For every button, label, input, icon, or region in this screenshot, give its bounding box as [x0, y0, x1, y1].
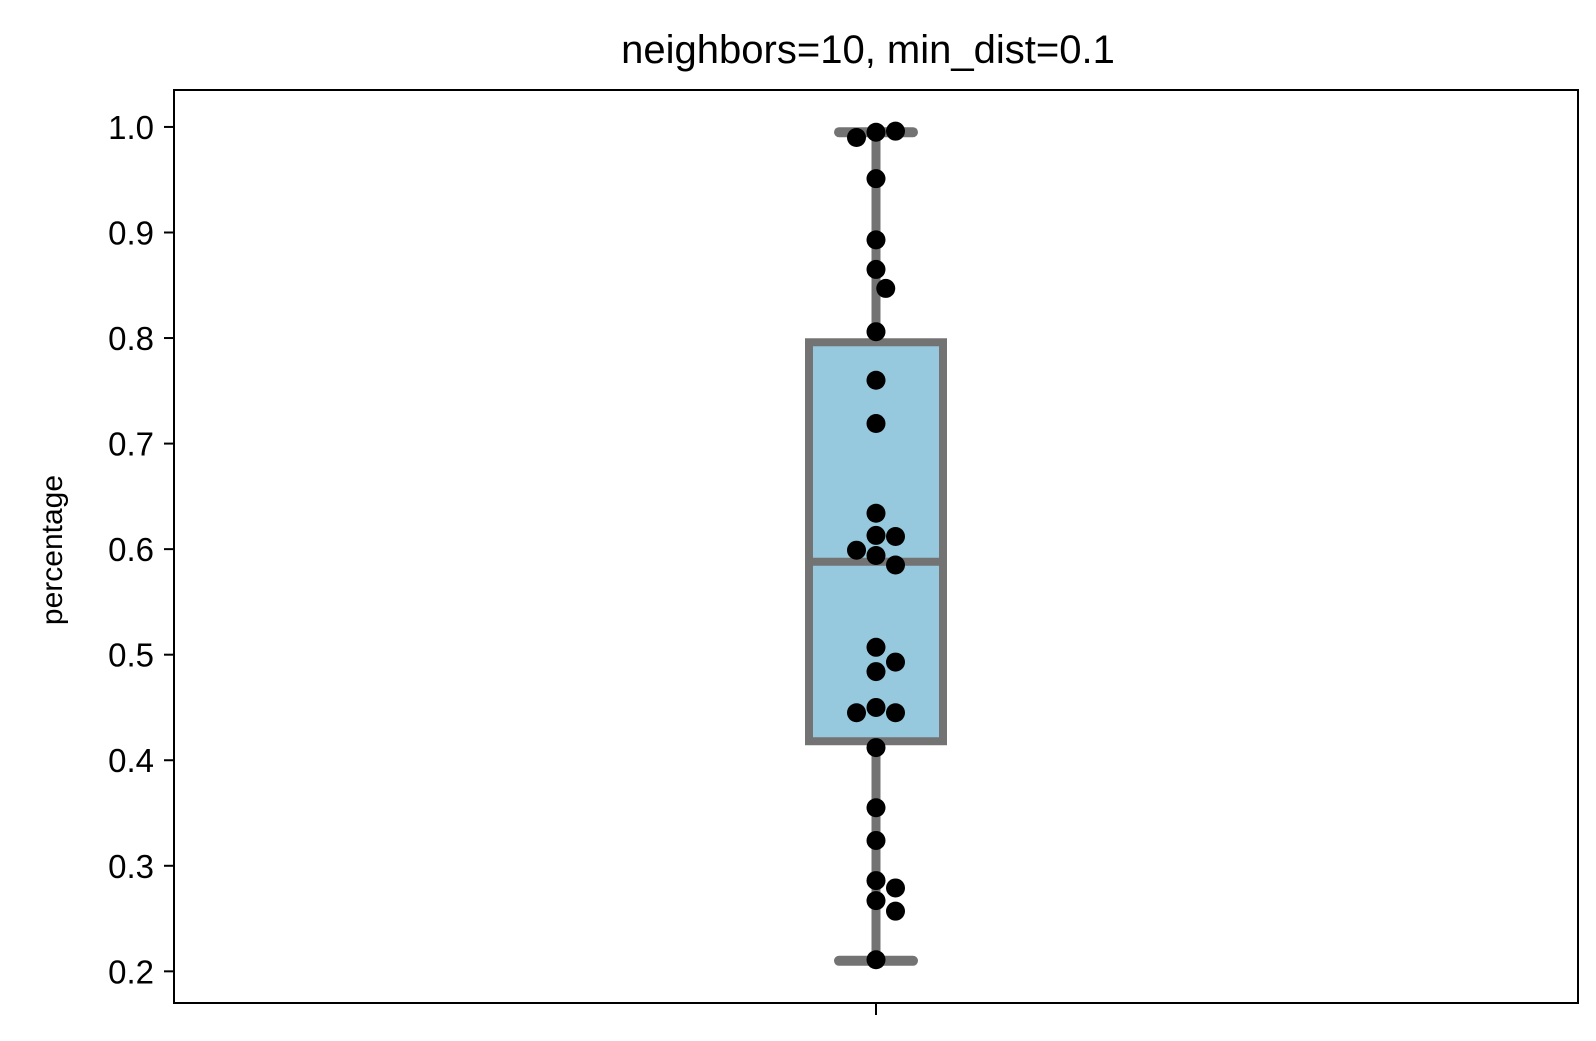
y-tick-label: 0.7: [108, 426, 154, 463]
y-tick-label: 0.2: [108, 953, 154, 990]
y-tick-label: 1.0: [108, 109, 154, 146]
data-point: [847, 540, 866, 560]
data-point: [866, 322, 886, 342]
data-point: [886, 652, 905, 672]
plot-area: [805, 121, 947, 970]
data-point: [866, 891, 886, 911]
data-point: [866, 950, 886, 970]
data-point: [866, 259, 886, 279]
data-point: [866, 545, 886, 565]
data-point: [866, 662, 886, 682]
y-tick-label: 0.3: [108, 848, 154, 885]
data-point: [886, 901, 905, 921]
y-axis-label: percentage: [36, 475, 69, 625]
y-axis-ticks: 0.2 0.3 0.4 0.5 0.6 0.7 0.8 0.9 1.0: [108, 109, 174, 990]
data-point: [886, 878, 905, 898]
data-point: [866, 798, 886, 818]
data-point: [866, 871, 886, 891]
y-tick-label: 0.9: [108, 214, 154, 251]
data-point: [847, 703, 866, 723]
data-point: [866, 503, 886, 523]
data-point: [886, 555, 905, 575]
data-point: [886, 121, 905, 141]
data-point: [886, 703, 905, 723]
data-point: [876, 278, 896, 298]
data-point: [866, 830, 886, 850]
y-tick-label: 0.8: [108, 320, 154, 357]
data-point: [866, 370, 886, 390]
data-point: [866, 230, 886, 250]
data-point: [866, 122, 886, 142]
chart-title: neighbors=10, min_dist=0.1: [621, 28, 1115, 72]
y-tick-label: 0.4: [108, 742, 154, 779]
data-point: [886, 526, 905, 546]
data-point: [866, 738, 886, 758]
data-point: [866, 414, 886, 434]
data-point: [866, 525, 886, 545]
y-tick-label: 0.6: [108, 531, 154, 568]
data-point: [866, 697, 886, 717]
data-point: [866, 169, 886, 189]
data-point: [847, 127, 866, 147]
data-point: [866, 637, 886, 657]
y-tick-label: 0.5: [108, 637, 154, 674]
